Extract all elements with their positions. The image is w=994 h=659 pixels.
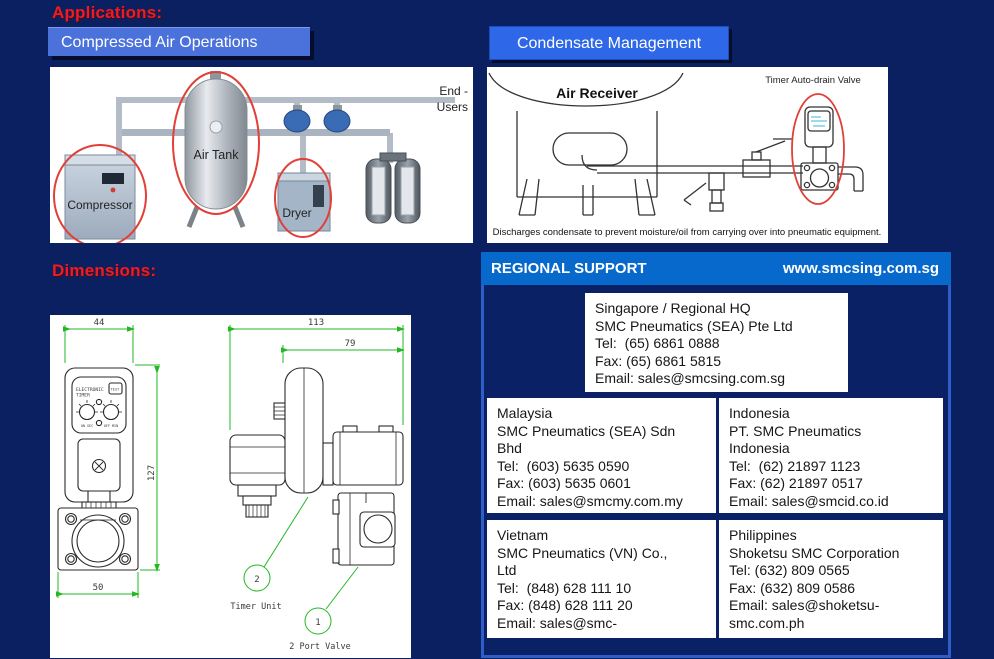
contact-line: SMC Pneumatics (SEA) Sdn Bhd <box>497 422 676 457</box>
balloon-timer-number: 2 <box>254 575 259 585</box>
contact-line: Email: sales@smc- <box>497 614 618 631</box>
filter-towers <box>365 152 421 224</box>
contact-line: Tel: (62) 21897 1123 <box>729 457 861 474</box>
end-users-label-line2: Users <box>437 100 468 114</box>
timer-face-on: ON SEC <box>81 424 93 428</box>
side-dimension-lines <box>228 325 405 635</box>
dryer-unit <box>277 172 331 232</box>
balloon-valve-number: 1 <box>315 618 320 628</box>
contact-box-philippines: Philippines Shoketsu SMC Corporation Tel… <box>719 520 943 638</box>
condensate-diagram-svg: Air Receiver Timer Auto-drain Valve Disc… <box>488 72 882 238</box>
contact-line: Email: sales@smcid.co.id <box>729 492 889 509</box>
front-dimension-lines <box>56 325 160 598</box>
condensate-management-button[interactable]: Condensate Management <box>489 26 729 60</box>
regional-support-title: REGIONAL SUPPORT <box>491 260 647 277</box>
contact-line: Indonesia <box>729 405 790 421</box>
contact-line: Fax: (62) 21897 0517 <box>729 475 863 491</box>
contact-line: Email: sales@smcsing.com.sg <box>595 370 786 386</box>
air-tank <box>184 71 248 228</box>
filter-regulators <box>283 105 351 133</box>
dryer-label: Dryer <box>282 206 311 220</box>
timer-face-line2: TIMER <box>76 393 90 399</box>
contact-box-singapore: Singapore / Regional HQ SMC Pneumatics (… <box>585 293 848 392</box>
timer-face-off: OFF MIN <box>104 424 118 428</box>
dim-front-width: 44 <box>94 318 105 328</box>
applications-title: Applications: <box>52 3 163 22</box>
contact-line: Malaysia <box>497 405 553 421</box>
end-users-label-line1: End - <box>439 84 468 98</box>
air-tank-highlight-ellipse <box>172 71 260 215</box>
balloon-valve-label: 2 Port Valve <box>289 642 350 652</box>
dim-side-overall: 113 <box>308 318 324 328</box>
front-view-linework <box>57 367 139 571</box>
contact-line: Email: sales@smcmy.com.my <box>497 492 683 509</box>
contact-box-indonesia: Indonesia PT. SMC Pneumatics Indonesia T… <box>719 398 943 513</box>
contact-line: Fax: (848) 628 111 20 <box>497 597 633 613</box>
balloon-timer-label: Timer Unit <box>230 602 281 612</box>
contact-line: Philippines <box>729 527 797 543</box>
contact-box-vietnam: Vietnam SMC Pneumatics (VN) Co., Ltd Tel… <box>487 520 716 638</box>
timer-valve-label: Timer Auto-drain Valve <box>765 75 861 86</box>
contact-line: Fax: (65) 6861 5815 <box>595 352 722 369</box>
side-view-linework <box>229 367 404 566</box>
air-receiver-label: Air Receiver <box>556 85 638 101</box>
dim-front-height: 127 <box>147 465 157 481</box>
contact-line: Tel: (603) 5635 0590 <box>497 457 630 474</box>
compressed-air-diagram-svg: Compressor Air Tank <box>53 71 468 243</box>
contact-line: PT. SMC Pneumatics Indonesia <box>729 422 862 457</box>
dim-side-upper: 79 <box>345 339 356 349</box>
compressed-air-diagram: Compressor Air Tank <box>50 67 473 243</box>
dryer-highlight-ellipse <box>274 158 332 238</box>
air-tank-label: Air Tank <box>194 148 240 162</box>
dimensions-drawing-svg: ELECTRONIC TIMER TEST ON SEC OFF MIN 44 … <box>56 318 405 652</box>
dimensions-title: Dimensions: <box>52 261 157 280</box>
contact-line: SMC Pneumatics (VN) Co., Ltd <box>497 544 668 579</box>
dimensions-drawing: ELECTRONIC TIMER TEST ON SEC OFF MIN 44 … <box>50 315 411 658</box>
regional-support-header: REGIONAL SUPPORT www.smcsing.com.sg <box>481 252 951 285</box>
contact-line: Shoketsu SMC Corporation <box>729 544 900 561</box>
timer-face-test: TEST <box>111 388 120 392</box>
contact-line: Email: sales@shoketsu- smc.com.ph <box>729 597 880 631</box>
contact-line: Tel: (848) 628 111 10 <box>497 579 632 596</box>
contact-line: SMC Pneumatics (SEA) Pte Ltd <box>595 317 793 334</box>
contact-line: Tel: (65) 6861 0888 <box>595 335 720 351</box>
contact-box-malaysia: Malaysia SMC Pneumatics (SEA) Sdn Bhd Te… <box>487 398 716 513</box>
compressor-highlight-ellipse <box>53 144 147 243</box>
website-link[interactable]: www.smcsing.com.sg <box>782 260 939 277</box>
dim-front-base: 50 <box>93 583 104 593</box>
contact-line: Fax: (632) 809 0586 <box>729 579 856 596</box>
contact-line: Fax: (603) 5635 0601 <box>497 475 631 491</box>
receiver-linework <box>488 72 864 216</box>
contact-line: Singapore / Regional HQ <box>595 300 751 316</box>
compressor-label: Compressor <box>67 198 132 212</box>
manifold-pipe <box>122 129 390 136</box>
compressor-unit <box>64 154 136 240</box>
timer-face-line1: ELECTRONIC <box>76 387 104 393</box>
contact-line: Tel: (632) 809 0565 <box>729 562 850 578</box>
condensate-caption: Discharges condensate to prevent moistur… <box>493 227 882 238</box>
compressed-air-operations-button[interactable]: Compressed Air Operations <box>48 27 310 56</box>
regional-support-panel: Singapore / Regional HQ SMC Pneumatics (… <box>481 285 951 658</box>
contact-line: Vietnam <box>497 527 549 543</box>
condensate-diagram: Air Receiver Timer Auto-drain Valve Disc… <box>487 67 888 243</box>
timer-valve-highlight-ellipse <box>791 93 845 205</box>
